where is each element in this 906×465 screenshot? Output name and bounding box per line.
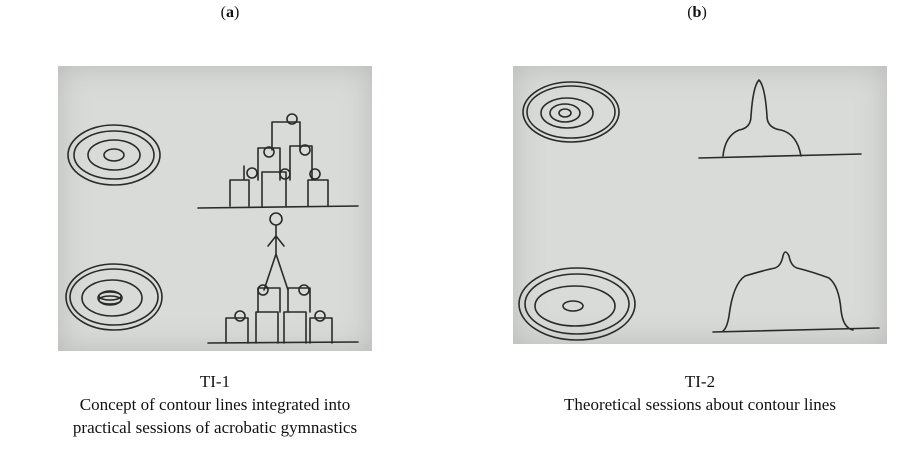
panel-b-caption: TI-2 Theoretical sessions about contour … bbox=[500, 370, 900, 416]
profile-plateau-bottom bbox=[712, 251, 880, 333]
panel-b-letter: b bbox=[692, 4, 702, 21]
contour-oval-bottom bbox=[65, 263, 163, 331]
panel-a-caption-line1: Concept of contour lines integrated into bbox=[79, 395, 351, 414]
panel-a-caption-line2: practical sessions of acrobatic gymnasti… bbox=[72, 418, 358, 437]
contour-oval-top bbox=[522, 81, 620, 143]
panel-a-sketch-photo bbox=[58, 66, 372, 351]
contour-oval-top bbox=[67, 124, 161, 186]
panel-b-caption-title: TI-2 bbox=[684, 372, 716, 391]
panel-b-label: (b) bbox=[687, 4, 707, 21]
profile-peak-top bbox=[698, 79, 862, 159]
panel-b-sketch bbox=[518, 79, 880, 341]
gymnast-pyramid-top bbox=[197, 113, 359, 209]
gymnast-pyramid-bottom bbox=[207, 212, 359, 344]
panel-b-caption-line1: Theoretical sessions about contour lines bbox=[564, 395, 836, 414]
panel-a-label: (a) bbox=[220, 4, 240, 21]
panel-a-letter: a bbox=[226, 4, 234, 21]
contour-oval-bottom bbox=[518, 267, 636, 341]
panel-a-caption: TI-1 Concept of contour lines integrated… bbox=[40, 370, 390, 439]
panel-b-sketch-photo bbox=[513, 66, 887, 344]
panel-a-sketch bbox=[65, 113, 359, 344]
panel-a-caption-title: TI-1 bbox=[199, 372, 231, 391]
